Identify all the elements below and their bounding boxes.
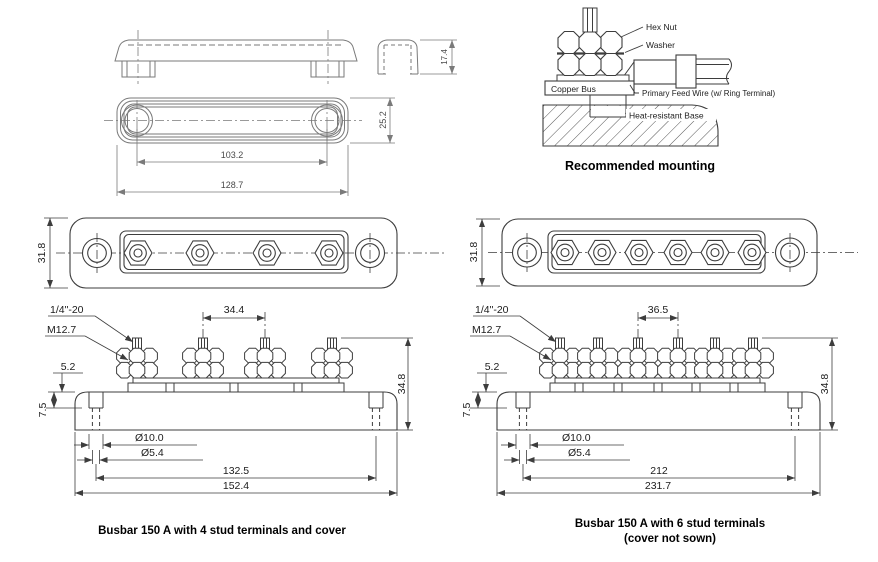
dim-cover-depth: 25.2 [378, 111, 388, 129]
dim-cover-overall-length: 128.7 [221, 180, 244, 190]
dim-side6-stud: M12.7 [472, 324, 501, 336]
cover-top-view: 25.2 103.2 128.7 [104, 97, 395, 196]
dim-side4-overall-length: 152.4 [223, 480, 249, 492]
cover-end-view: 17.4 [377, 39, 457, 75]
busbar6-caption-line2: (cover not sown) [624, 533, 716, 545]
dim-side4-recess-depth: 7.5 [37, 403, 49, 418]
dim-side6-counterbore: Ø10.0 [562, 432, 591, 444]
dim-side6-stud-spacing: 36.5 [648, 304, 669, 316]
dim-side4-overall-height: 34.8 [396, 374, 408, 395]
busbar6-side-view: 1/4"-20 M12.7 36.5 5.2 7.5 Ø10.0 Ø5.4 21… [461, 304, 838, 496]
dim-side4-stud: M12.7 [47, 324, 76, 336]
busbar4-caption: Busbar 150 A with 4 stud terminals and c… [98, 525, 346, 537]
cover-side-view [114, 30, 358, 84]
dim-side4-mount-spacing: 132.5 [223, 465, 249, 477]
dim-side4-thread: 1/4"-20 [50, 304, 84, 316]
busbar4-side-view: 1/4"-20 M12.7 34.4 5.2 7.5 Ø10.0 Ø5.4 13… [37, 304, 413, 496]
dim-side6-plate-height: 5.2 [485, 361, 500, 373]
stud [582, 7, 598, 33]
washer-label: Washer [646, 40, 675, 50]
dim-side4-counterbore: Ø10.0 [135, 432, 164, 444]
primary-feed-wire-label: Primary Feed Wire (w/ Ring Terminal) [642, 89, 776, 98]
copper-bus-label: Copper Bus [551, 84, 596, 94]
hex-nut-label: Hex Nut [646, 22, 677, 32]
dim-side6-recess-depth: 7.5 [461, 403, 473, 418]
nut-stack [557, 30, 623, 77]
busbar6-top-view: 31.8 [468, 218, 858, 287]
stud-stacks-4 [117, 338, 353, 378]
busbar6-caption-line1: Busbar 150 A with 6 stud terminals [575, 518, 765, 530]
heat-resistant-base-label: Heat-resistant Base [629, 111, 704, 121]
stud-stacks-6 [540, 338, 774, 378]
dim-side6-mount-spacing: 212 [650, 465, 668, 477]
dim-side4-stud-spacing: 34.4 [224, 304, 245, 316]
dim-cover-hole-spacing: 103.2 [221, 150, 244, 160]
dim-cover-end-height: 17.4 [440, 49, 449, 65]
dim-side6-overall-height: 34.8 [819, 374, 831, 395]
busbar4-top-view: 31.8 [36, 217, 445, 289]
mounting-caption: Recommended mounting [565, 159, 715, 173]
dim-top4-depth: 31.8 [36, 243, 48, 264]
dim-side6-thread: 1/4"-20 [475, 304, 509, 316]
mounting-diagram: Hex Nut Washer Copper Bus Primary Feed W… [542, 7, 776, 173]
dim-side6-overall-length: 231.7 [645, 480, 671, 492]
dim-side6-hole: Ø5.4 [568, 447, 591, 459]
dim-side4-plate-height: 5.2 [61, 361, 76, 373]
dim-top6-depth: 31.8 [468, 242, 480, 263]
dim-side4-hole: Ø5.4 [141, 447, 164, 459]
